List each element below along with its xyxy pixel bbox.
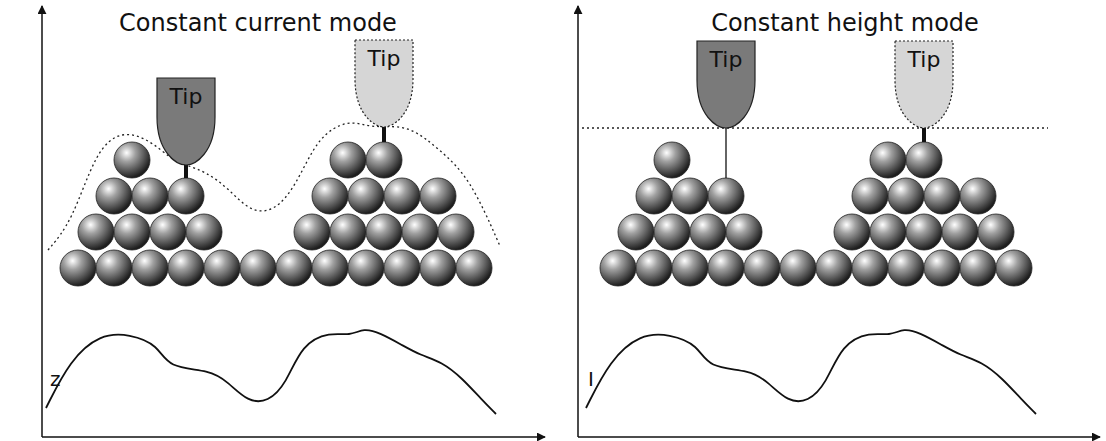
atom — [888, 178, 924, 214]
atom — [60, 250, 96, 286]
atom — [366, 142, 402, 178]
atom — [672, 250, 708, 286]
signal-profile — [586, 330, 1036, 414]
stm-tip: Tip — [893, 40, 955, 128]
atom — [96, 178, 132, 214]
panel — [578, 6, 1100, 437]
atom — [636, 250, 672, 286]
atom — [960, 250, 996, 286]
stm-tip: Tip — [353, 39, 415, 127]
atom — [654, 142, 690, 178]
atom — [996, 250, 1032, 286]
tunnel-current — [184, 165, 188, 178]
tip-trajectory — [48, 123, 500, 250]
atom — [312, 250, 348, 286]
atom — [348, 250, 384, 286]
atom — [960, 178, 996, 214]
atom — [636, 178, 672, 214]
atom — [816, 250, 852, 286]
atom — [330, 214, 366, 250]
atom — [132, 178, 168, 214]
atom — [906, 142, 942, 178]
atom — [870, 214, 906, 250]
axis-label: I — [588, 368, 594, 390]
atom — [240, 250, 276, 286]
atom — [780, 250, 816, 286]
atom — [132, 250, 168, 286]
atom — [330, 142, 366, 178]
atom — [924, 250, 960, 286]
atom — [672, 178, 708, 214]
y-axis — [41, 6, 43, 437]
atom — [402, 214, 438, 250]
atom — [420, 178, 456, 214]
atom — [348, 178, 384, 214]
atom — [654, 214, 690, 250]
atom — [114, 214, 150, 250]
stm-tip: Tip — [155, 77, 217, 165]
y-axis — [577, 6, 579, 437]
atom — [438, 214, 474, 250]
panel — [42, 6, 545, 437]
atom — [456, 250, 492, 286]
tip-label: Tip — [893, 40, 955, 72]
atom — [294, 214, 330, 250]
atom — [186, 214, 222, 250]
atom — [978, 214, 1014, 250]
panel-title: Constant current mode — [119, 10, 397, 36]
atom — [114, 142, 150, 178]
atom — [690, 214, 726, 250]
atom — [906, 214, 942, 250]
atom — [708, 178, 744, 214]
tunnel-current — [382, 127, 386, 142]
tip-trajectory — [582, 127, 1048, 128]
atom — [744, 250, 780, 286]
atom — [78, 214, 114, 250]
atom — [168, 250, 204, 286]
atom — [312, 178, 348, 214]
atom — [888, 250, 924, 286]
tunnel-current — [725, 128, 726, 178]
atom — [204, 250, 240, 286]
atom — [600, 250, 636, 286]
x-axis — [578, 436, 1100, 438]
signal-profile — [46, 330, 496, 414]
atom — [618, 214, 654, 250]
axis-label: z — [50, 368, 61, 390]
atom — [276, 250, 312, 286]
atom — [168, 178, 204, 214]
atom — [384, 178, 420, 214]
atom — [870, 142, 906, 178]
atom — [942, 214, 978, 250]
atom — [834, 214, 870, 250]
atom — [420, 250, 456, 286]
atom — [150, 214, 186, 250]
atom — [366, 214, 402, 250]
x-axis — [42, 436, 545, 438]
tunnel-current — [922, 128, 926, 142]
tip-label: Tip — [155, 77, 217, 109]
atom — [708, 250, 744, 286]
atom — [726, 214, 762, 250]
tip-label: Tip — [353, 39, 415, 71]
atom — [384, 250, 420, 286]
atom — [96, 250, 132, 286]
atom — [852, 250, 888, 286]
tip-label: Tip — [695, 40, 757, 72]
atom — [852, 178, 888, 214]
atom — [924, 178, 960, 214]
stm-tip: Tip — [695, 40, 757, 128]
panel-title: Constant height mode — [711, 10, 979, 36]
